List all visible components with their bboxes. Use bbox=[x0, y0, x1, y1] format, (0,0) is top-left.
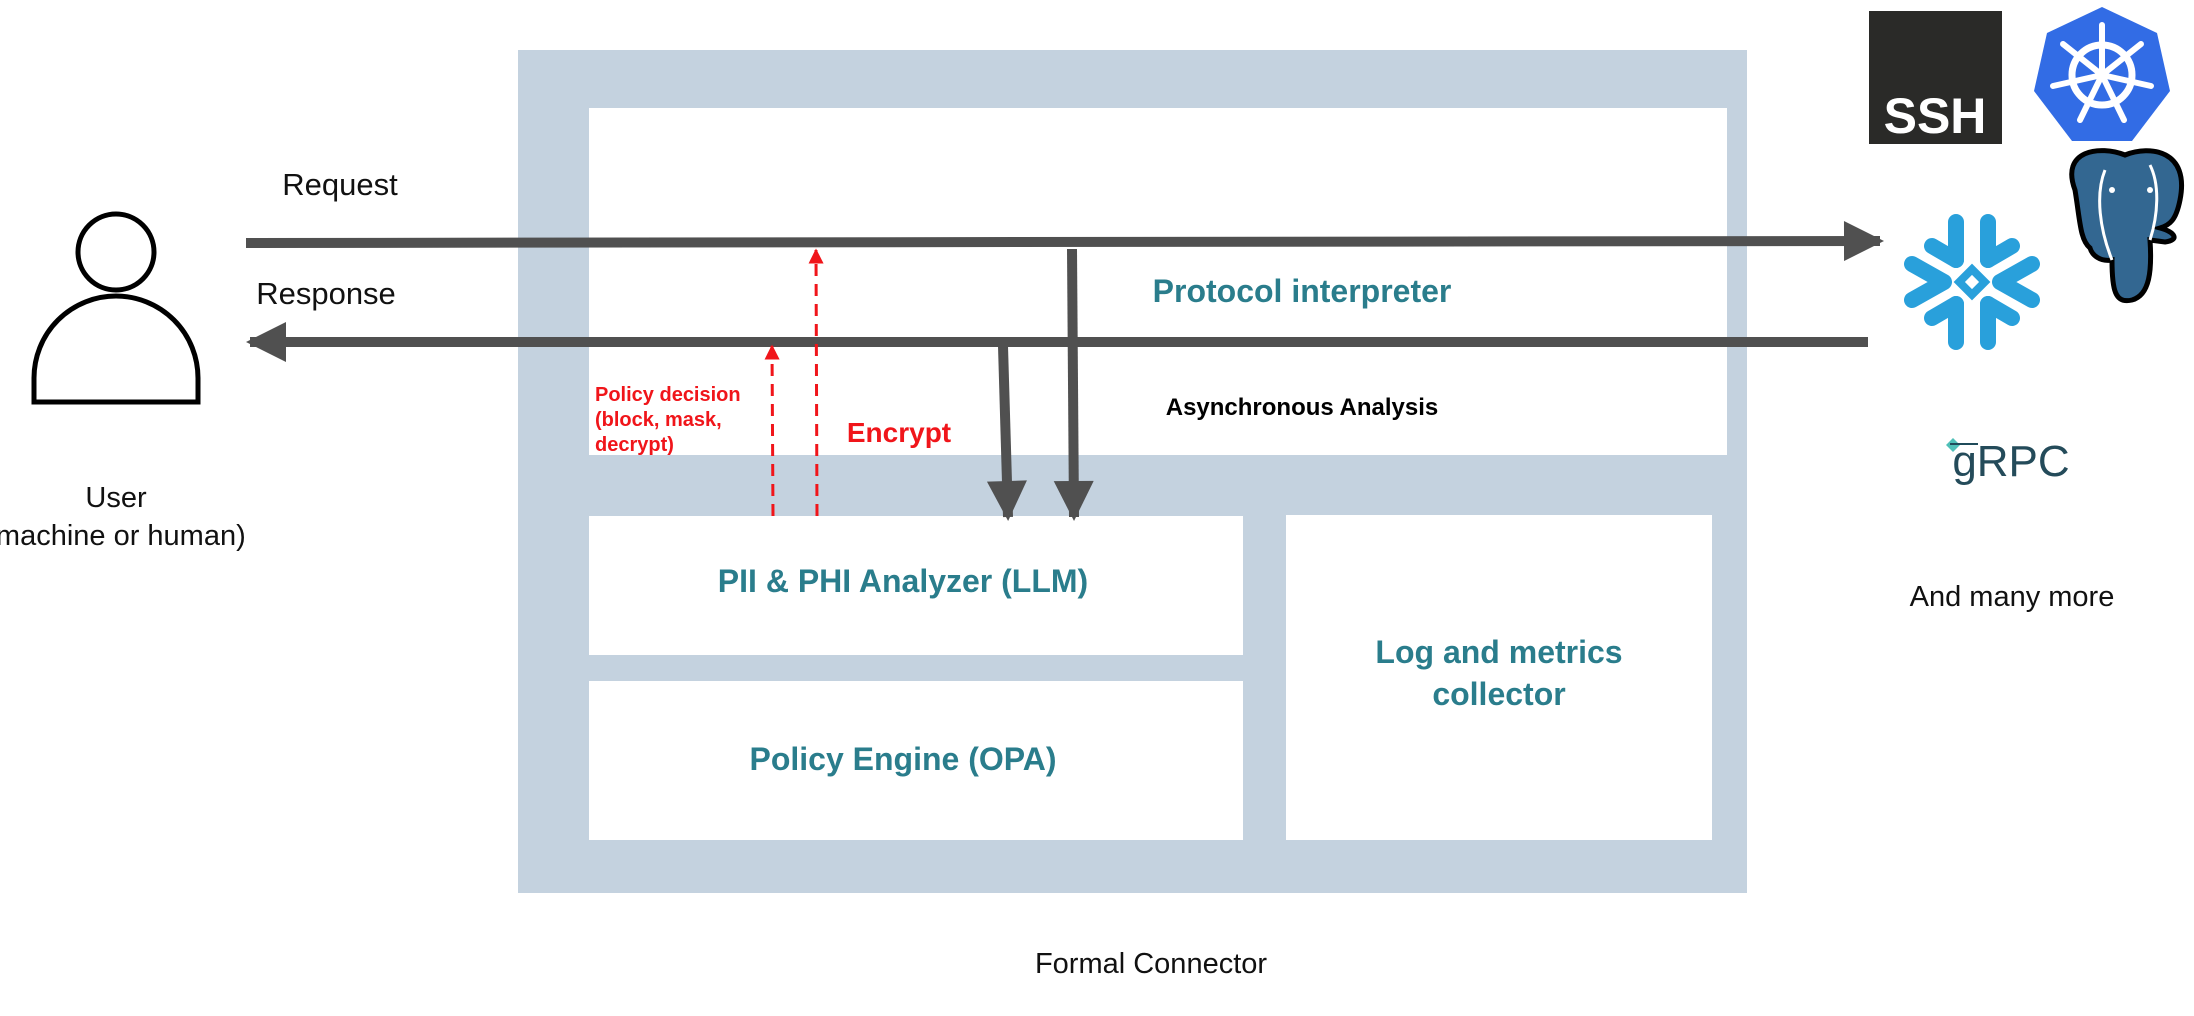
request-label: Request bbox=[282, 167, 398, 202]
policy-decision-arrow bbox=[764, 344, 780, 517]
pii-analyzer-label: PII & PHI Analyzer (LLM) bbox=[718, 563, 1088, 599]
postgresql-icon bbox=[2069, 148, 2185, 304]
grpc-icon: gRPC bbox=[1946, 437, 2070, 486]
policy-engine-box bbox=[589, 681, 1243, 840]
snowflake-icon bbox=[1904, 214, 2040, 342]
log-collector-line-1: Log and metrics bbox=[1375, 634, 1622, 670]
async-response-arrow bbox=[986, 345, 1027, 521]
svg-text:gRPC: gRPC bbox=[1952, 437, 2069, 486]
kubernetes-icon bbox=[2034, 7, 2170, 141]
svg-text:SSH: SSH bbox=[1884, 88, 1987, 144]
policy-decision-line-2: (block, mask, bbox=[595, 409, 722, 431]
policy-decision-line-1: Policy decision bbox=[595, 384, 741, 406]
user-sublabel: (machine or human) bbox=[0, 520, 246, 552]
encrypt-arrow bbox=[808, 248, 824, 517]
log-collector-line-2: collector bbox=[1432, 676, 1565, 712]
log-collector-box bbox=[1286, 515, 1712, 840]
user-icon bbox=[31, 211, 201, 405]
async-analysis-label: Asynchronous Analysis bbox=[1166, 394, 1439, 421]
user-label: User bbox=[85, 482, 147, 514]
protocol-interpreter-label: Protocol interpreter bbox=[1153, 273, 1452, 309]
request-arrow bbox=[245, 221, 1884, 262]
async-request-arrow bbox=[1053, 248, 1094, 521]
ssh-icon: SSH bbox=[1869, 11, 2002, 144]
pii-analyzer-box bbox=[589, 516, 1243, 655]
formal-connector-label: Formal Connector bbox=[1035, 948, 1267, 980]
policy-decision-line-3: decrypt) bbox=[595, 434, 674, 456]
protocol-interpreter-box bbox=[589, 108, 1727, 455]
encrypt-label: Encrypt bbox=[847, 417, 951, 448]
response-label: Response bbox=[256, 276, 396, 311]
and-many-more-label: And many more bbox=[1910, 581, 2115, 613]
policy-engine-label: Policy Engine (OPA) bbox=[750, 741, 1057, 777]
